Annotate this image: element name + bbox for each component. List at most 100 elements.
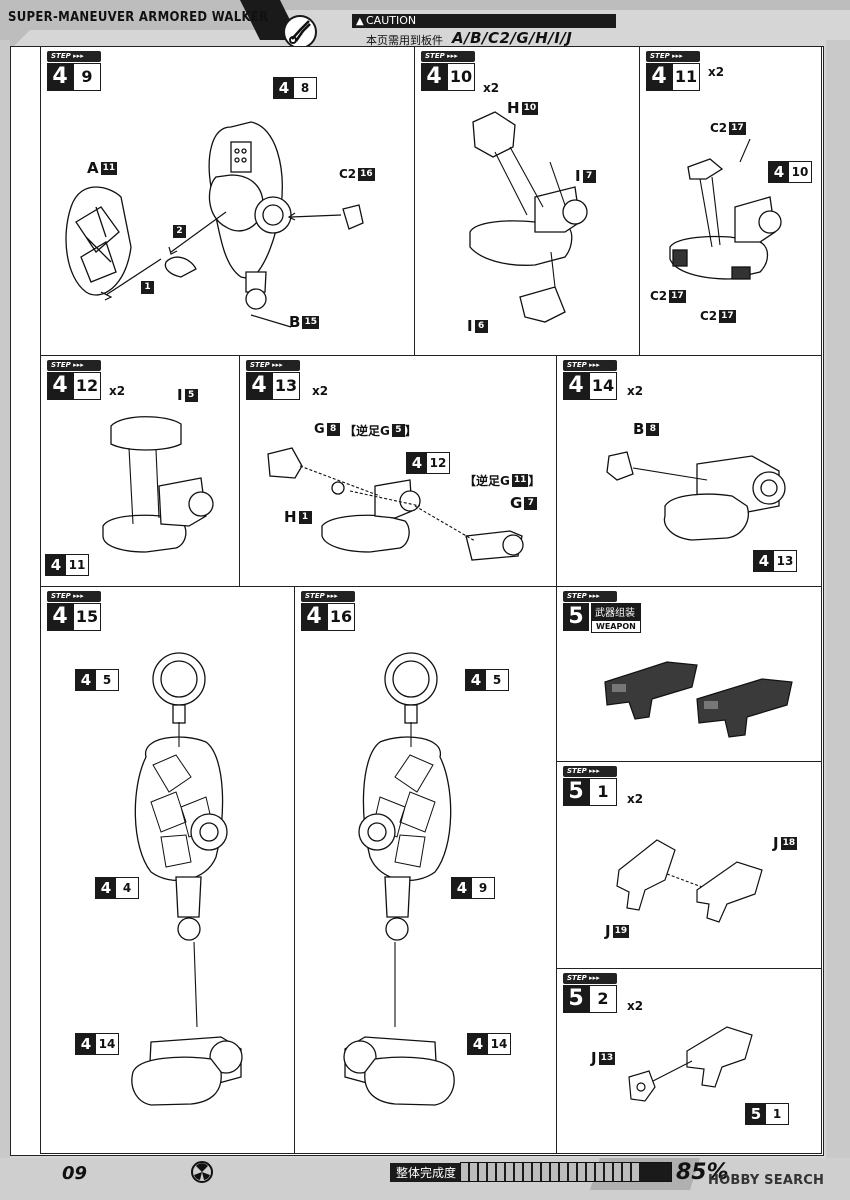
step-4-9-illustration <box>65 121 364 328</box>
step-5-panel: STEP ▸▸▸ 5 武器组装 WEAPON <box>556 586 822 762</box>
parts-list: A/B/C2/G/H/I/J <box>452 29 573 47</box>
caution-banner: ▲CAUTION <box>352 14 616 28</box>
quantity-multiplier: x2 <box>627 999 644 1013</box>
step-minor: 9 <box>73 63 101 91</box>
parts-notice: 本页需用到板件 <box>366 34 443 47</box>
quantity-multiplier: x2 <box>483 81 500 95</box>
step-tag: STEP ▸▸▸ <box>563 973 617 984</box>
quantity-multiplier: x2 <box>312 384 329 398</box>
completion-label: 整体完成度 <box>390 1163 463 1182</box>
step-major: 4 <box>47 63 73 91</box>
quantity-multiplier: x2 <box>109 384 126 398</box>
step-number: 5 <box>563 603 589 631</box>
step-tag: STEP ▸▸▸ <box>563 360 617 371</box>
nipper-tool-icon <box>289 20 311 44</box>
step-tag: STEP ▸▸▸ <box>47 591 101 602</box>
step-4-14-illustration <box>606 451 786 541</box>
completion-progress-fill <box>461 1163 640 1181</box>
step-4-10-illustration <box>469 111 588 323</box>
watermark: HOBBY SEARCH <box>708 1173 825 1188</box>
step-4-16-illustration <box>343 652 455 1106</box>
caution-label: CAUTION <box>366 14 417 27</box>
arrow-order-2: 2 <box>171 225 186 238</box>
warning-icon: ▲ <box>356 16 364 27</box>
step-tag: STEP ▸▸▸ <box>47 360 101 371</box>
step-4-13-illustration <box>267 447 524 561</box>
completion-progress-bar <box>460 1162 672 1182</box>
weapon-label-cn: 武器组装 <box>591 603 641 620</box>
step-tag: STEP ▸▸▸ <box>563 591 617 602</box>
step-5-1-illustration <box>616 839 763 923</box>
step-4-11-illustration <box>669 138 782 280</box>
weapon-illustration <box>604 661 793 738</box>
step-tag: STEP ▸▸▸ <box>421 51 475 62</box>
step-5-2-illustration <box>628 1026 753 1102</box>
arrow-order-1: 1 <box>139 281 154 294</box>
page-number: 09 <box>62 1163 88 1184</box>
completion-percent: 85% <box>676 1160 729 1185</box>
step-4-15-illustration <box>131 652 243 1106</box>
weapon-label-en: WEAPON <box>591 620 641 633</box>
quantity-multiplier: x2 <box>627 384 644 398</box>
step-tag: STEP ▸▸▸ <box>563 766 617 777</box>
step-tag: STEP ▸▸▸ <box>246 360 300 371</box>
quantity-multiplier: x2 <box>708 65 725 79</box>
quantity-multiplier: x2 <box>627 792 644 806</box>
step-tag: STEP ▸▸▸ <box>646 51 700 62</box>
step-4-12-illustration <box>102 416 214 553</box>
model-title: SUPER-MANEUVER ARMORED WALKER <box>8 10 269 25</box>
step-tag: STEP ▸▸▸ <box>301 591 355 602</box>
step-tag: STEP ▸▸▸ <box>47 51 101 62</box>
weapon-tag: 武器组装 WEAPON <box>591 603 641 633</box>
